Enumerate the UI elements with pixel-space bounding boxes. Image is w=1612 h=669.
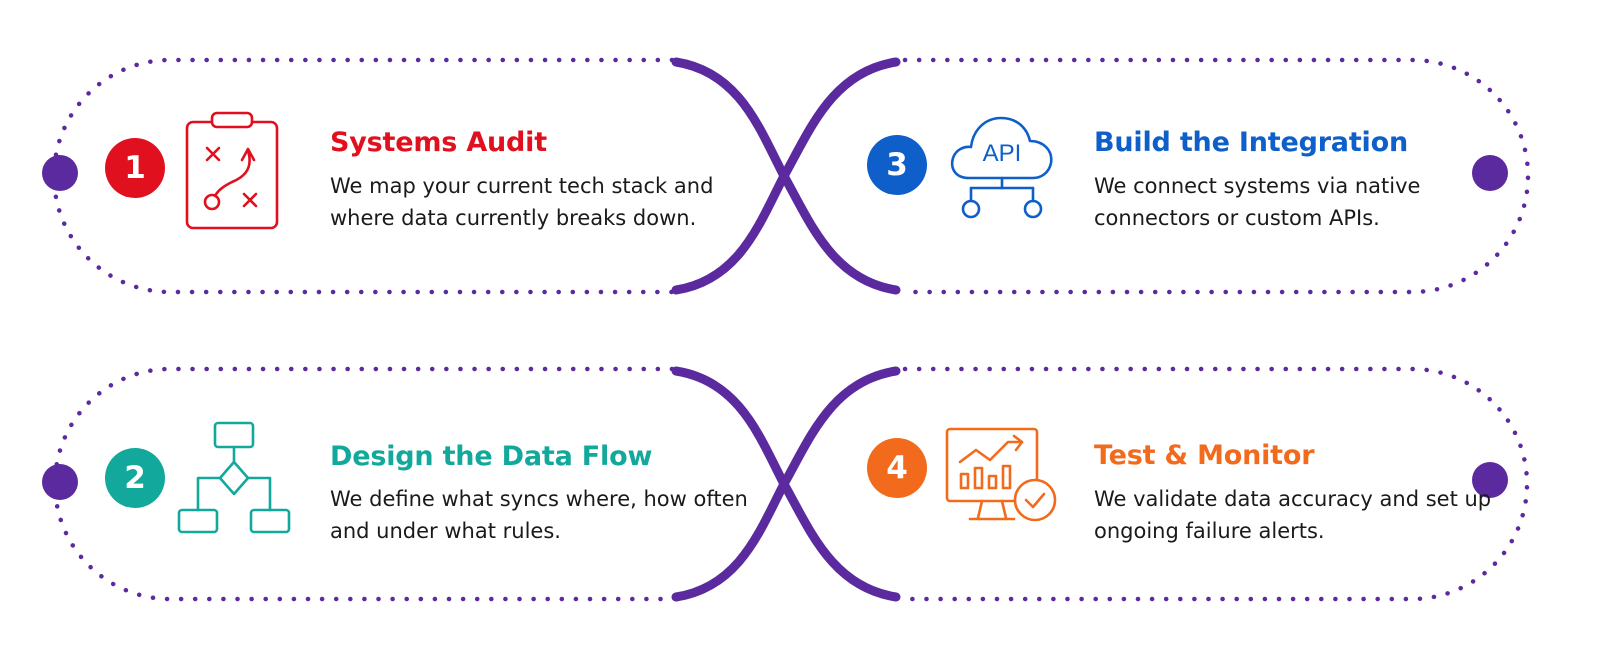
step-description: We validate data accuracy and set up ong… — [1094, 487, 1492, 543]
dotted-outline-step-2 — [52, 366, 675, 602]
step-title: Test & Monitor — [1094, 440, 1315, 471]
flowchart-icon — [175, 420, 293, 540]
step-title: Build the Integration — [1094, 127, 1408, 158]
step-description: We connect systems via native connectors… — [1094, 174, 1421, 230]
dotted-outline-step-1 — [51, 57, 675, 295]
step-description: We define what syncs where, how often an… — [330, 487, 748, 543]
end-dot-right-top — [1472, 155, 1508, 191]
step-number-badge: 2 — [105, 448, 165, 508]
dotted-outline-step-4 — [902, 366, 1530, 602]
x-junction-bottom — [671, 366, 901, 602]
api-icon-label: API — [983, 140, 1022, 167]
monitor-chart-check-icon — [944, 424, 1062, 530]
end-dot-left-top — [42, 155, 78, 191]
step-title: Design the Data Flow — [330, 441, 653, 472]
step-number-badge: 3 — [867, 135, 927, 195]
step-description: We map your current tech stack and where… — [330, 174, 714, 230]
step-title: Systems Audit — [330, 127, 547, 158]
clipboard-strategy-icon — [182, 110, 282, 236]
end-dot-left-bottom — [42, 464, 78, 500]
api-cloud-icon: API — [945, 108, 1059, 228]
x-junction-top — [671, 57, 901, 295]
step-number-badge: 1 — [105, 138, 165, 198]
step-number-badge: 4 — [867, 438, 927, 498]
dotted-outline-step-3 — [902, 57, 1531, 295]
end-dot-right-bottom — [1472, 462, 1508, 498]
